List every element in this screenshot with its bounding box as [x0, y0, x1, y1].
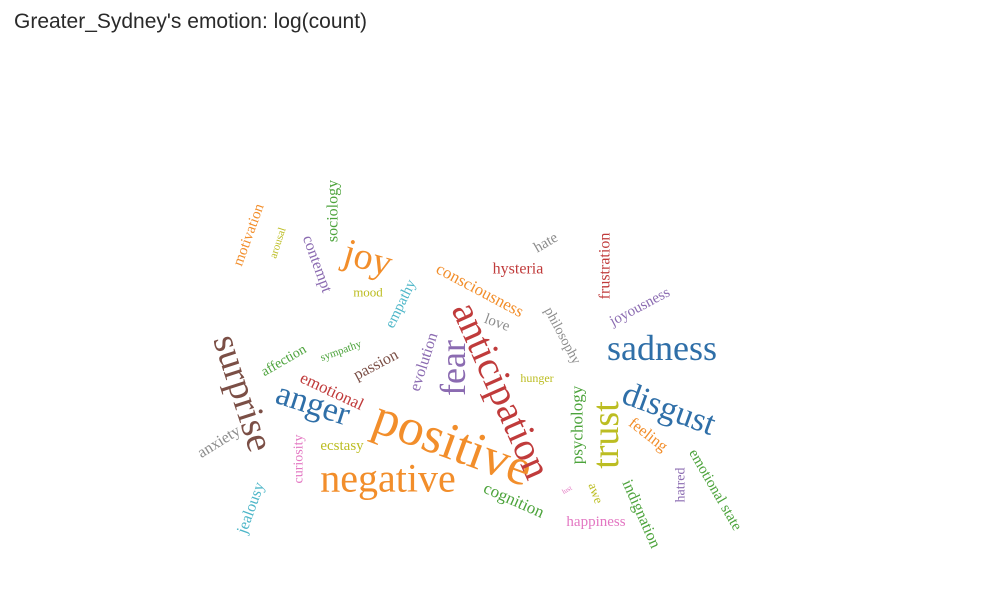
word-negative: negative: [320, 456, 456, 501]
word-lust: lust: [561, 484, 574, 496]
word-passion: passion: [351, 346, 401, 384]
word-philosophy: philosophy: [541, 305, 583, 367]
word-sociology: sociology: [325, 180, 342, 242]
word-trust: trust: [585, 401, 627, 469]
word-ecstasy: ecstasy: [320, 438, 364, 454]
word-jealousy: jealousy: [234, 480, 269, 537]
word-arousal: arousal: [267, 226, 288, 260]
word-motivation: motivation: [230, 201, 267, 268]
word-curiosity: curiosity: [292, 435, 307, 484]
word-joy: joy: [337, 231, 397, 285]
word-emotional-state: emotional state: [685, 446, 745, 533]
word-hunger: hunger: [520, 371, 553, 385]
word-joyousness: joyousness: [606, 284, 673, 330]
word-empathy: empathy: [382, 277, 419, 331]
word-hatred: hatred: [674, 468, 689, 503]
word-hate: hate: [531, 230, 561, 257]
word-awe: awe: [585, 481, 606, 506]
word-hysteria: hysteria: [493, 261, 544, 278]
word-psychology: psychology: [568, 385, 587, 464]
word-anxiety: anxiety: [195, 422, 244, 461]
word-mood: mood: [353, 285, 383, 300]
word-frustration: frustration: [597, 233, 614, 300]
word-sympathy: sympathy: [319, 338, 364, 364]
word-fear: fear: [433, 340, 473, 396]
word-happiness: happiness: [566, 514, 625, 530]
chart-title: Greater_Sydney's emotion: log(count): [14, 10, 368, 33]
word-sadness: sadness: [607, 328, 717, 368]
